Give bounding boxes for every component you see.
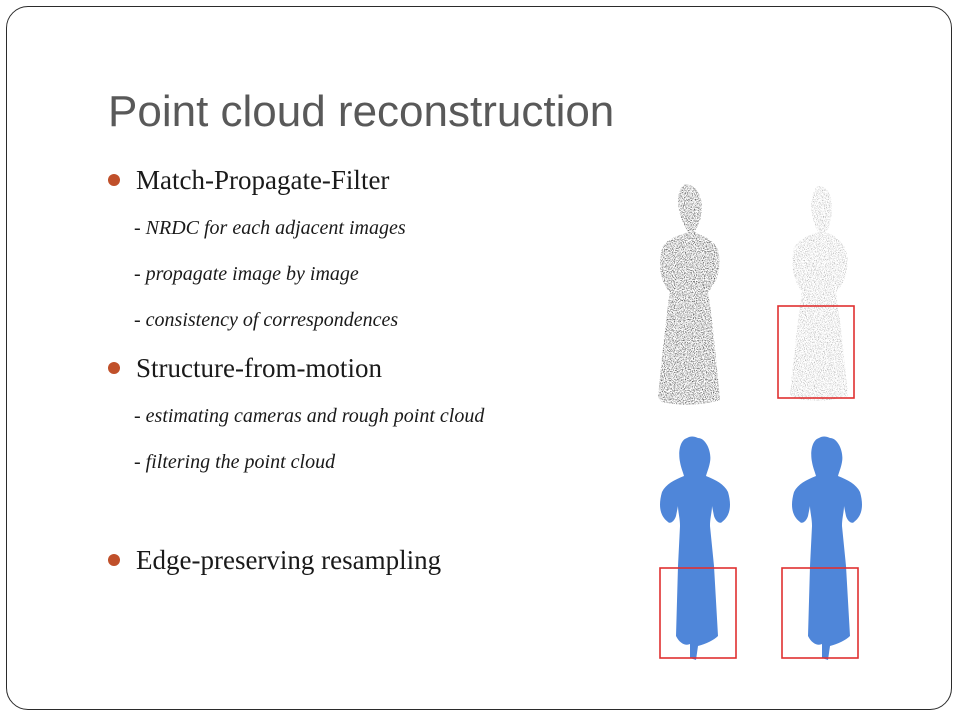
bullet-edge-preserving-resampling: Edge-preserving resampling bbox=[108, 544, 441, 576]
mesh-result-left bbox=[659, 436, 737, 660]
point-cloud-filtered bbox=[777, 186, 855, 401]
point-cloud-raw bbox=[658, 184, 720, 405]
bullet-dot-icon bbox=[108, 174, 120, 186]
highlight-box bbox=[659, 567, 737, 659]
bullet-structure-from-motion: Structure-from-motion bbox=[108, 352, 382, 384]
bullet-dot-icon bbox=[108, 554, 120, 566]
highlight-box bbox=[777, 305, 855, 399]
highlight-box bbox=[781, 567, 859, 659]
mesh-result-right bbox=[781, 436, 862, 660]
bullet-label: Structure-from-motion bbox=[136, 352, 382, 383]
sub-bullet: - estimating cameras and rough point clo… bbox=[134, 405, 485, 427]
reconstruction-figure bbox=[658, 184, 862, 660]
bullet-dot-icon bbox=[108, 362, 120, 374]
bullet-label: Match-Propagate-Filter bbox=[136, 164, 390, 195]
sub-bullet: - NRDC for each adjacent images bbox=[134, 217, 406, 239]
slide-title: Point cloud reconstruction bbox=[108, 87, 615, 136]
bullet-label: Edge-preserving resampling bbox=[136, 544, 442, 575]
sub-bullet: - filtering the point cloud bbox=[134, 451, 336, 473]
bullet-match-propagate-filter: Match-Propagate-Filter bbox=[108, 164, 389, 196]
sub-bullet: - propagate image by image bbox=[134, 263, 359, 285]
sub-bullet: - consistency of correspondences bbox=[134, 309, 399, 331]
